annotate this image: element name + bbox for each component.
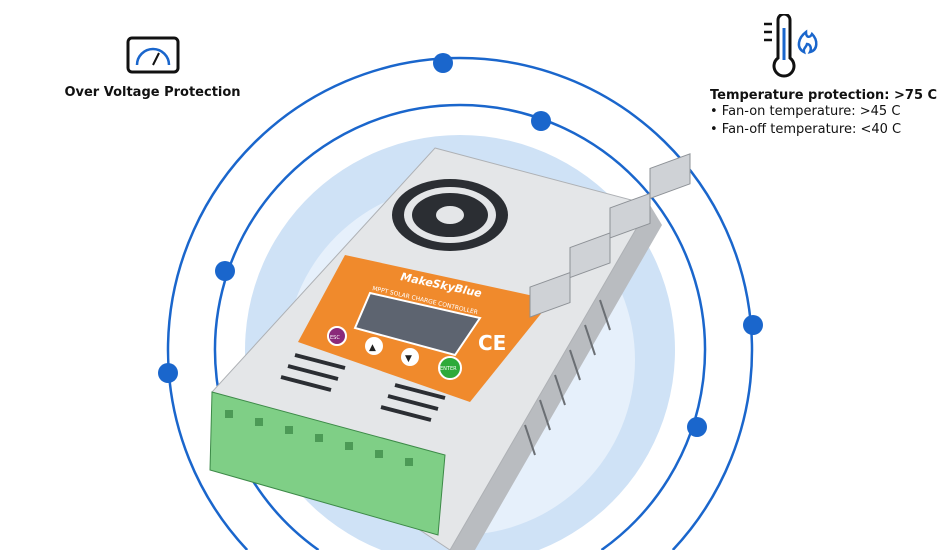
fan-on-temperature: • Fan-on temperature: >45 C bbox=[710, 104, 901, 119]
up-button: ▲ bbox=[365, 337, 383, 355]
fan-off-temperature: • Fan-off temperature: <40 C bbox=[710, 122, 902, 137]
ring-dot bbox=[531, 111, 551, 131]
esc-label: ESC bbox=[330, 335, 340, 341]
lcd-screen bbox=[353, 291, 482, 357]
down-label: ▼ bbox=[405, 354, 412, 364]
up-label: ▲ bbox=[369, 343, 376, 353]
temperature-feature: Temperature protection: >75 C • Fan-on t… bbox=[710, 12, 940, 139]
ring-dot bbox=[433, 53, 453, 73]
enter-button: ENTER bbox=[438, 356, 462, 380]
voltmeter-icon bbox=[126, 36, 179, 74]
temperature-title: Temperature protection: >75 C bbox=[710, 88, 938, 103]
outer-ring bbox=[166, 56, 754, 550]
ring-dot bbox=[687, 417, 707, 437]
over-voltage-feature: Over Voltage Protection bbox=[60, 35, 245, 100]
terminal-block bbox=[209, 391, 446, 536]
over-voltage-label: Over Voltage Protection bbox=[64, 85, 241, 100]
side-vents bbox=[524, 299, 611, 456]
ce-mark: CE bbox=[478, 331, 506, 355]
enter-label: ENTER bbox=[440, 366, 457, 372]
ring-dot bbox=[158, 363, 178, 383]
mounting-brackets bbox=[529, 153, 691, 318]
front-vents bbox=[280, 353, 446, 422]
ring-dot bbox=[743, 315, 763, 335]
fan-icon bbox=[392, 179, 508, 251]
esc-button: ESC bbox=[327, 326, 347, 346]
ring-dot bbox=[215, 261, 235, 281]
down-button: ▼ bbox=[401, 348, 419, 366]
thermometer-flame-icon bbox=[764, 12, 818, 78]
terminal-screws bbox=[225, 410, 413, 466]
